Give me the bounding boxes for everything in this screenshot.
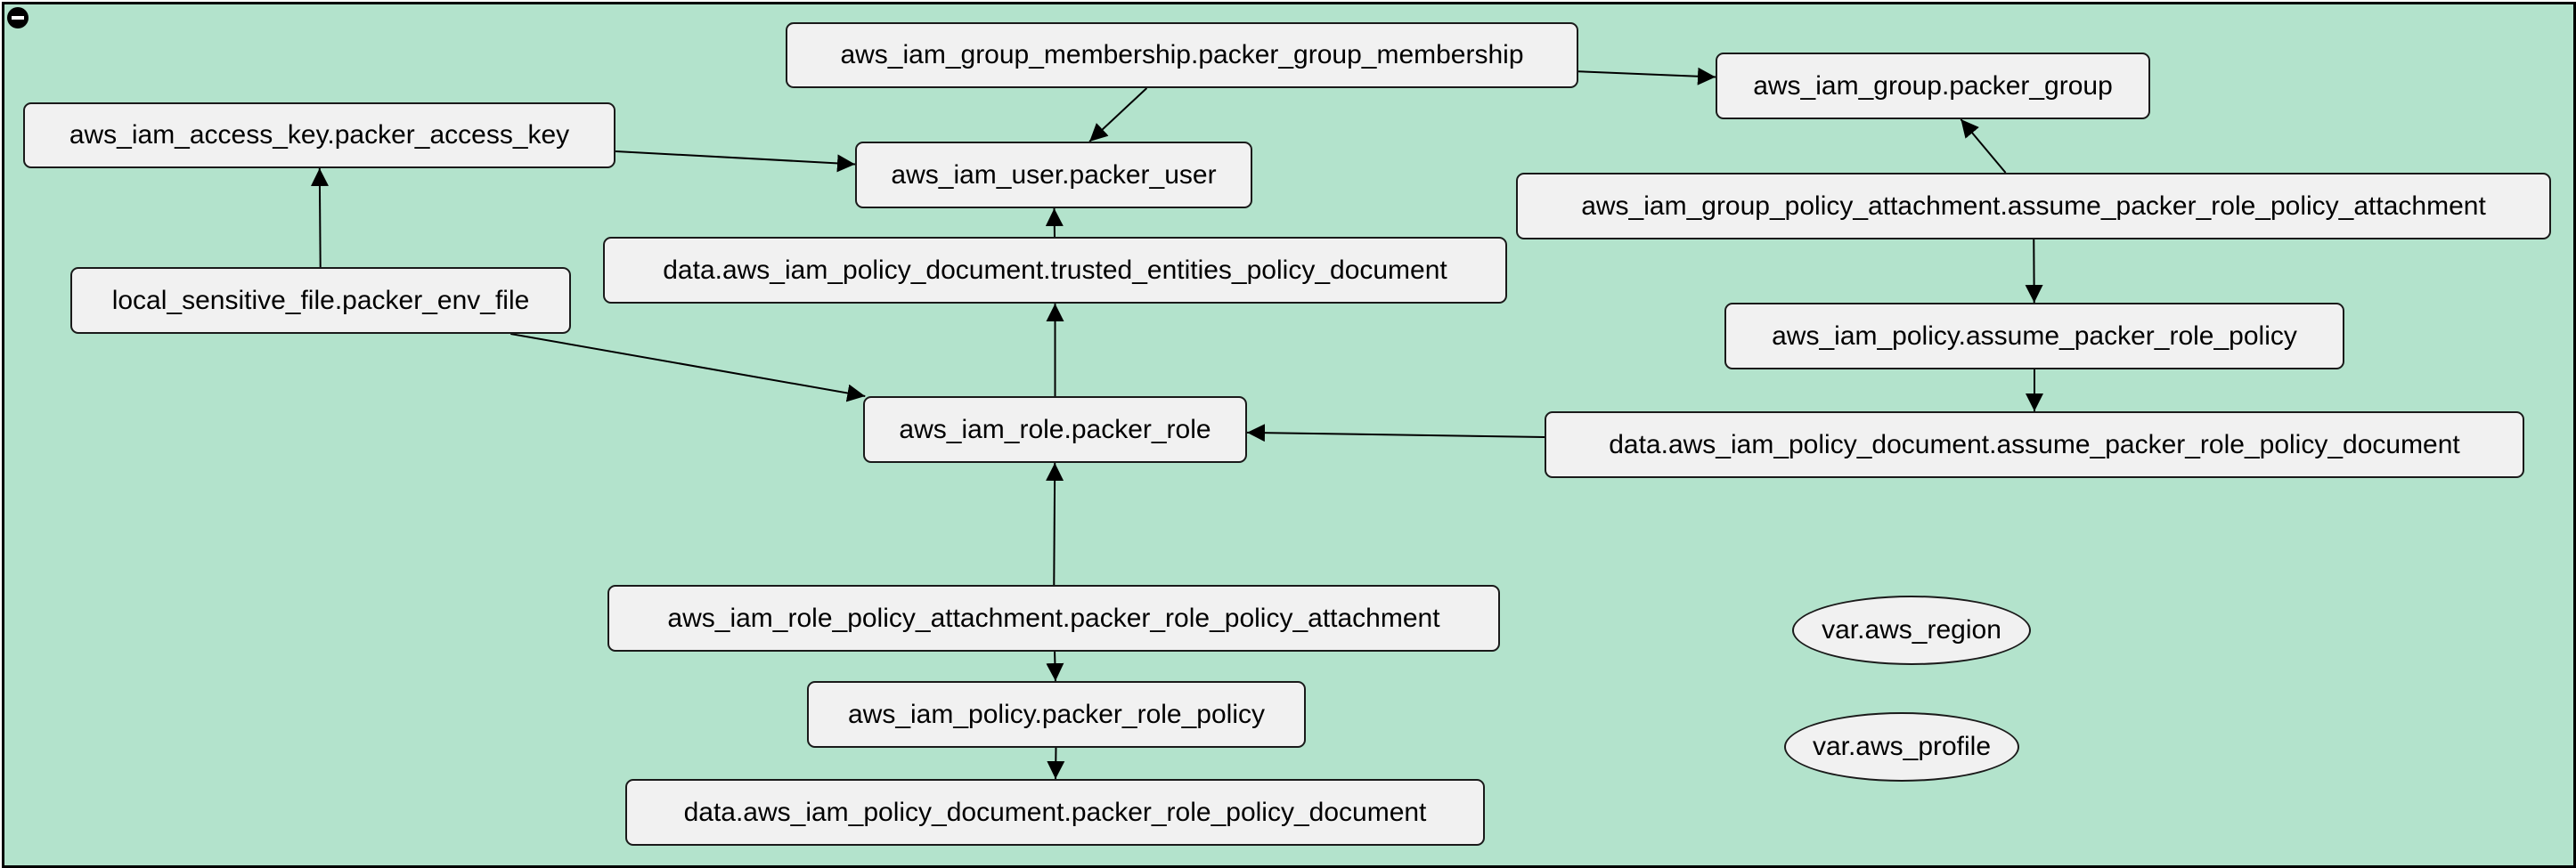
node-aws-iam-user[interactable]: aws_iam_user.packer_user (855, 142, 1252, 208)
edge-access_key-to-user (615, 150, 856, 173)
edge-group_policy_attachment-to-group (1960, 118, 2007, 174)
edge-env_file-to-access_key (310, 167, 329, 268)
node-aws-iam-policy-role[interactable]: aws_iam_policy.packer_role_policy (807, 681, 1306, 748)
node-packer-role-policy-document[interactable]: data.aws_iam_policy_document.packer_role… (625, 779, 1485, 846)
edge-role_policy_attachment-to-role_policy (1046, 651, 1064, 682)
node-aws-iam-group-policy-attachment[interactable]: aws_iam_group_policy_attachment.assume_p… (1516, 173, 2551, 239)
minus-circle-icon[interactable] (7, 7, 29, 28)
edge-assume_policy_doc-to-role (1246, 424, 1545, 442)
node-var-aws-region[interactable]: var.aws_region (1792, 596, 2031, 665)
node-aws-iam-access-key[interactable]: aws_iam_access_key.packer_access_key (23, 102, 615, 168)
node-local-sensitive-file[interactable]: local_sensitive_file.packer_env_file (70, 267, 571, 334)
node-aws-iam-role[interactable]: aws_iam_role.packer_role (863, 396, 1247, 463)
node-aws-iam-group-membership[interactable]: aws_iam_group_membership.packer_group_me… (786, 22, 1578, 88)
node-aws-iam-group[interactable]: aws_iam_group.packer_group (1716, 53, 2150, 119)
node-aws-iam-policy-assume-role[interactable]: aws_iam_policy.assume_packer_role_policy (1724, 303, 2344, 369)
node-var-aws-profile[interactable]: var.aws_profile (1784, 712, 2019, 782)
edge-group_membership-to-user (1088, 87, 1148, 142)
node-trusted-entities-policy-document[interactable]: data.aws_iam_policy_document.trusted_ent… (603, 237, 1507, 304)
node-assume-role-policy-document[interactable]: data.aws_iam_policy_document.assume_pack… (1545, 411, 2524, 478)
edge-env_file-to-role (510, 333, 866, 402)
edge-group_membership-to-group (1577, 67, 1716, 85)
node-aws-iam-role-policy-attachment[interactable]: aws_iam_role_policy_attachment.packer_ro… (607, 585, 1500, 652)
edge-role_policy_attachment-to-role (1046, 462, 1064, 586)
